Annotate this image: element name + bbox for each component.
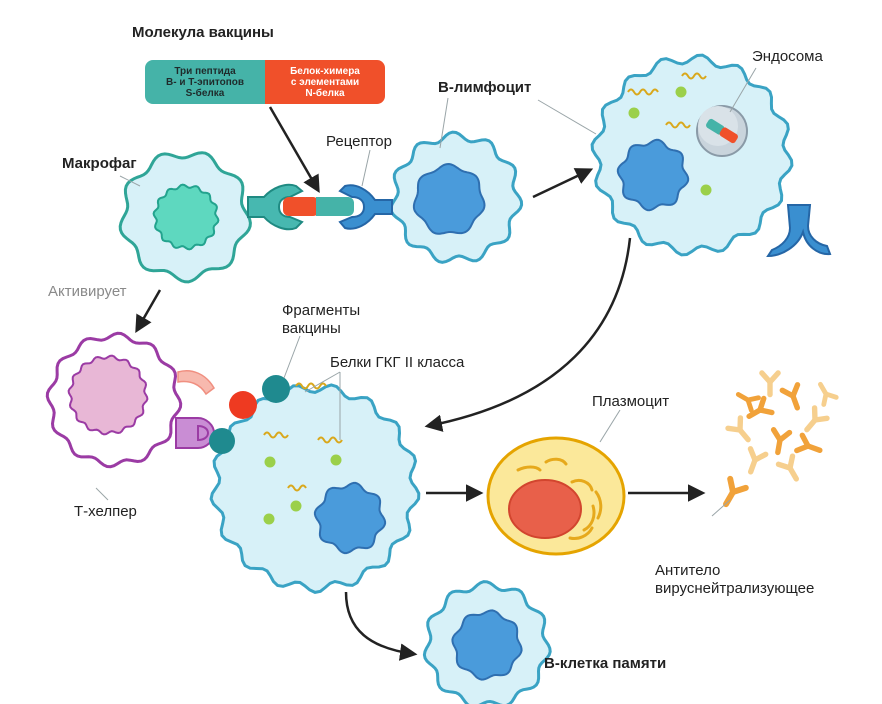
vaccine-molecule-bound [283, 197, 354, 216]
antibody-icon [817, 381, 839, 407]
vaccine-particle [263, 513, 275, 525]
label-b-lymphocyte: B-лимфоцит [438, 79, 532, 96]
b-lymphocyte-endosome-cell [590, 53, 832, 258]
label-antibody-2: вируснейтрализующее [655, 580, 815, 597]
t-helper-cell [45, 331, 216, 469]
plasmocyte-cell [486, 436, 626, 556]
vaccine-peptide [317, 436, 343, 444]
label-activates: Активирует [48, 283, 127, 300]
mhc-protein [209, 428, 235, 454]
label-vaccine-molecule: Молекула вакцины [132, 24, 274, 41]
vaccine-particle [700, 184, 712, 196]
arrow-activates [135, 289, 162, 334]
endosome [696, 105, 748, 157]
antibody-icon [747, 446, 769, 475]
antigen-presenting-b-cell [209, 375, 421, 594]
label-receptor: Рецептор [326, 133, 392, 150]
label-memory-b-cell: В-клетка памяти [544, 655, 667, 672]
vaccine-peptides-part: Три пептида B- и T-эпитопов S-белка [145, 60, 265, 104]
vaccine-particle [330, 454, 342, 466]
vaccine-pointer-arrow [268, 106, 320, 194]
vaccine-peptide [665, 121, 691, 129]
vaccine-particle [264, 456, 276, 468]
vaccine-fragment [229, 391, 257, 419]
antibody-icon [723, 475, 749, 508]
antibody-icon [725, 415, 751, 443]
mhc-protein [262, 375, 290, 403]
antibody-icon [735, 391, 761, 413]
large-cell-receptor [766, 204, 832, 258]
vaccine-molecule-box: Три пептида B- и T-эпитопов S-белка Бело… [145, 60, 385, 104]
label-endosome: Эндосома [752, 48, 823, 65]
label-mhc-class2: Белки ГКГ II класса [330, 354, 465, 371]
macrophage-cell [118, 151, 304, 284]
macrophage-receptor [247, 183, 304, 231]
vaccine-chimera-part: Белок-химера с элементами N-белка [265, 60, 385, 104]
vaccine-peptide [627, 88, 659, 96]
b-lymphocyte-receptor [338, 184, 393, 230]
vaccine-peptide [681, 72, 707, 80]
label-t-helper: Т-хелпер [74, 503, 137, 520]
vaccine-particle [628, 107, 640, 119]
arrow-to-large-cell [532, 168, 594, 199]
vaccine-peptide [295, 382, 327, 390]
arrow-to-memory-cell [344, 591, 418, 661]
antibody-icon [759, 370, 781, 398]
label-macrophage: Макрофаг [62, 155, 137, 172]
antibody-icon [794, 432, 823, 454]
label-antibody-1: Антитело [655, 562, 721, 579]
vaccine-peptide [263, 431, 289, 439]
t-helper-receptor-pink [177, 370, 215, 396]
antibody-icon [746, 395, 775, 420]
vaccine-particle [290, 500, 302, 512]
label-plasmocyte: Плазмоцит [592, 393, 670, 410]
antibody-cluster [723, 370, 839, 508]
memory-b-cell [422, 580, 552, 704]
antibody-icon [779, 382, 801, 411]
vaccine-peptide [287, 484, 307, 492]
vaccine-particle [675, 86, 687, 98]
t-helper-receptor-purple [175, 417, 216, 449]
label-vaccine-fragments-2: вакцины [282, 320, 341, 337]
label-vaccine-fragments-1: Фрагменты [282, 302, 361, 319]
antibody-icon [770, 427, 793, 456]
b-lymphocyte-cell [338, 130, 524, 264]
arrow-to-middle-cell [424, 237, 632, 432]
leader-lines [95, 67, 757, 517]
antibody-icon [804, 405, 830, 433]
antibody-icon [775, 453, 800, 482]
